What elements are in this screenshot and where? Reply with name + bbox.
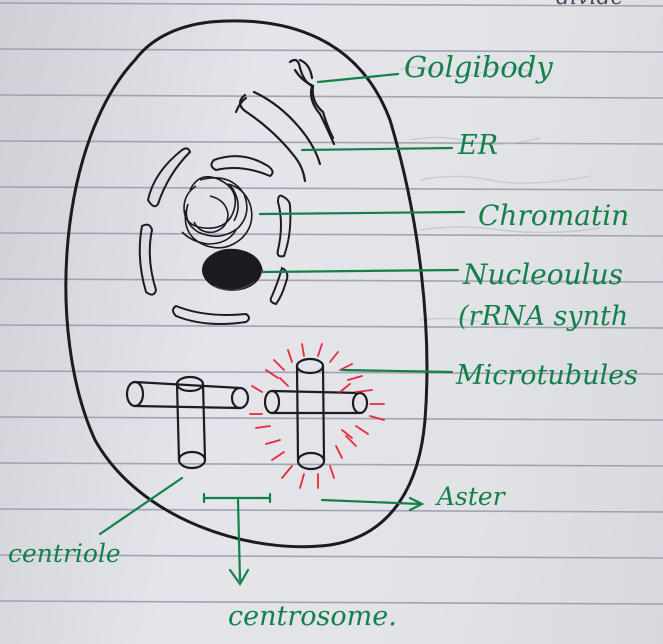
label-aster: Aster xyxy=(437,484,505,509)
label-leaders xyxy=(100,74,464,584)
centriole-left xyxy=(127,377,248,468)
er xyxy=(236,92,320,181)
golgi-body xyxy=(290,60,334,144)
label-er: ER xyxy=(458,132,498,159)
label-microtubules: Microtubules xyxy=(456,362,638,389)
label-centriole: centriole xyxy=(8,541,121,566)
aster-rays xyxy=(250,344,384,488)
label-centrosome: centrosome. xyxy=(228,603,397,630)
label-golgi-body: Golgibody xyxy=(404,53,553,82)
page-top-scribble: divide xyxy=(556,0,624,9)
nucleolus xyxy=(202,249,262,291)
label-chromatin: Chromatin xyxy=(478,202,629,230)
label-rrna-synthesis: (rRNA synth xyxy=(458,303,628,330)
label-nucleolus: Nucleoulus xyxy=(463,261,623,289)
centriole-right xyxy=(265,359,367,469)
